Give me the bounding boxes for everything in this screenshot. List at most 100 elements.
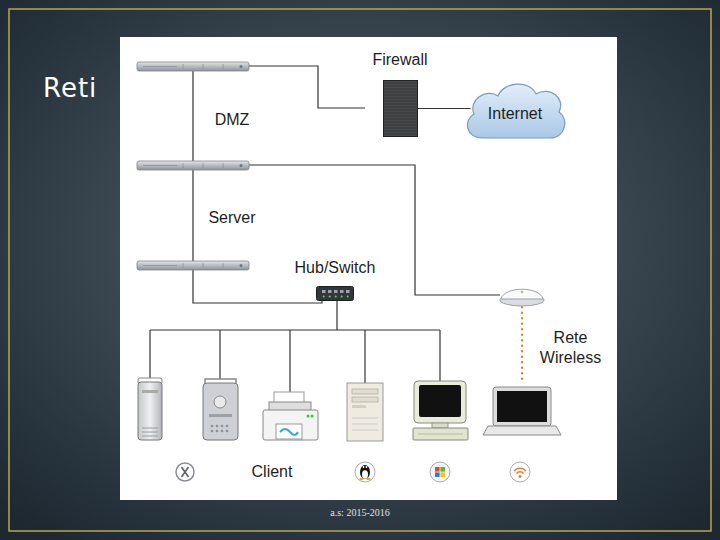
- power-mac: [203, 379, 238, 440]
- node-label: Internet: [488, 104, 542, 124]
- wire: [150, 66, 500, 392]
- mac-pro: [138, 382, 162, 440]
- switch-port: [328, 290, 332, 293]
- laptop: [497, 391, 547, 422]
- switch-device: [316, 286, 354, 301]
- printer: [263, 410, 318, 440]
- power-mac: [216, 425, 219, 428]
- linux-tower: [352, 405, 366, 408]
- power-mac: [226, 425, 229, 428]
- mac-os-icon: [182, 467, 189, 477]
- wire: [219, 330, 220, 379]
- wire: [289, 330, 290, 392]
- linux-tower: [352, 424, 378, 425]
- switch-device: [316, 286, 354, 301]
- switch-light: [341, 296, 343, 298]
- linux-tower: [352, 418, 378, 419]
- power-mac: [209, 414, 232, 417]
- linux-icon: [366, 478, 370, 480]
- wireless-link: [521, 307, 523, 383]
- windows-pc: [418, 434, 463, 435]
- linux-icon: [355, 462, 375, 482]
- windows-icon: [440, 472, 445, 477]
- power-mac: [211, 425, 214, 428]
- windows-pc: [413, 381, 468, 440]
- rack-server: [137, 161, 249, 170]
- linux-tower: [352, 389, 378, 394]
- linux-icon: [366, 466, 368, 468]
- zone-label: Client: [252, 462, 293, 482]
- mac-pro: [142, 432, 158, 433]
- mac-pro: [142, 428, 158, 429]
- slide-footer: a.s: 2015-2016: [330, 507, 389, 518]
- laptop: [483, 387, 561, 435]
- wire: [336, 300, 337, 330]
- access-point-light: [521, 291, 524, 294]
- windows-icon: [430, 462, 450, 482]
- power-mac: [226, 430, 229, 433]
- mac-pro: [142, 436, 158, 437]
- windows-icon: [430, 462, 450, 482]
- wire: [439, 330, 440, 381]
- windows-pc: [419, 385, 461, 417]
- access-point: [498, 284, 548, 308]
- linux-tower: [347, 383, 383, 441]
- linux-tower: [352, 397, 378, 402]
- mac-os-icon: [176, 463, 194, 481]
- switch-port: [346, 290, 350, 293]
- wire: [149, 330, 150, 378]
- switch-light: [335, 296, 337, 298]
- wire: [150, 329, 440, 330]
- windows-icon: [440, 467, 445, 472]
- linux-tower: [347, 383, 383, 441]
- power-mac: [221, 425, 224, 428]
- hub-switch: Hub/Switch: [290, 258, 380, 301]
- wire: [364, 330, 365, 383]
- power-mac: [211, 430, 214, 433]
- linux-icon: [363, 466, 365, 468]
- image-panel: [120, 37, 617, 500]
- laptop: [483, 426, 561, 435]
- mac-pro: [138, 378, 162, 440]
- mac-os-icon: [176, 463, 194, 481]
- windows-icon: [435, 472, 440, 477]
- printer: [276, 424, 302, 439]
- linux-icon: [362, 470, 368, 478]
- wifi-icon: [510, 462, 530, 482]
- wifi-icon: [514, 468, 526, 473]
- node-label: Rete Wireless: [533, 328, 608, 368]
- windows-pc: [413, 428, 468, 440]
- printer: [311, 415, 314, 418]
- internet-cloud: Internet: [462, 76, 568, 146]
- node-label: Firewall: [365, 50, 435, 70]
- windows-icon: [435, 467, 440, 472]
- switch-device: [317, 287, 354, 301]
- node-label: Hub/Switch: [290, 258, 380, 278]
- wifi-icon: [519, 475, 522, 478]
- zone-label: DMZ: [215, 110, 250, 130]
- laptop: [493, 387, 551, 426]
- printer: [307, 415, 310, 418]
- power-mac: [216, 430, 219, 433]
- windows-pc: [432, 423, 448, 428]
- power-mac: [203, 383, 238, 440]
- power-mac: [214, 396, 226, 408]
- rack-server: [137, 261, 249, 270]
- slide-title: Reti: [43, 73, 97, 103]
- cloud-shape: [467, 84, 564, 138]
- printer: [263, 392, 318, 440]
- firewall-box: Firewall: [365, 50, 435, 137]
- access-point: [501, 289, 543, 299]
- switch-light: [323, 296, 325, 298]
- linux-icon: [359, 478, 363, 480]
- wire: [249, 165, 500, 295]
- power-mac: [221, 430, 224, 433]
- mac-pro: [142, 390, 158, 393]
- linux-icon: [355, 462, 375, 482]
- wire: [249, 66, 365, 108]
- switch-light: [347, 296, 349, 298]
- windows-pc: [414, 381, 466, 423]
- rack-server: [137, 62, 249, 71]
